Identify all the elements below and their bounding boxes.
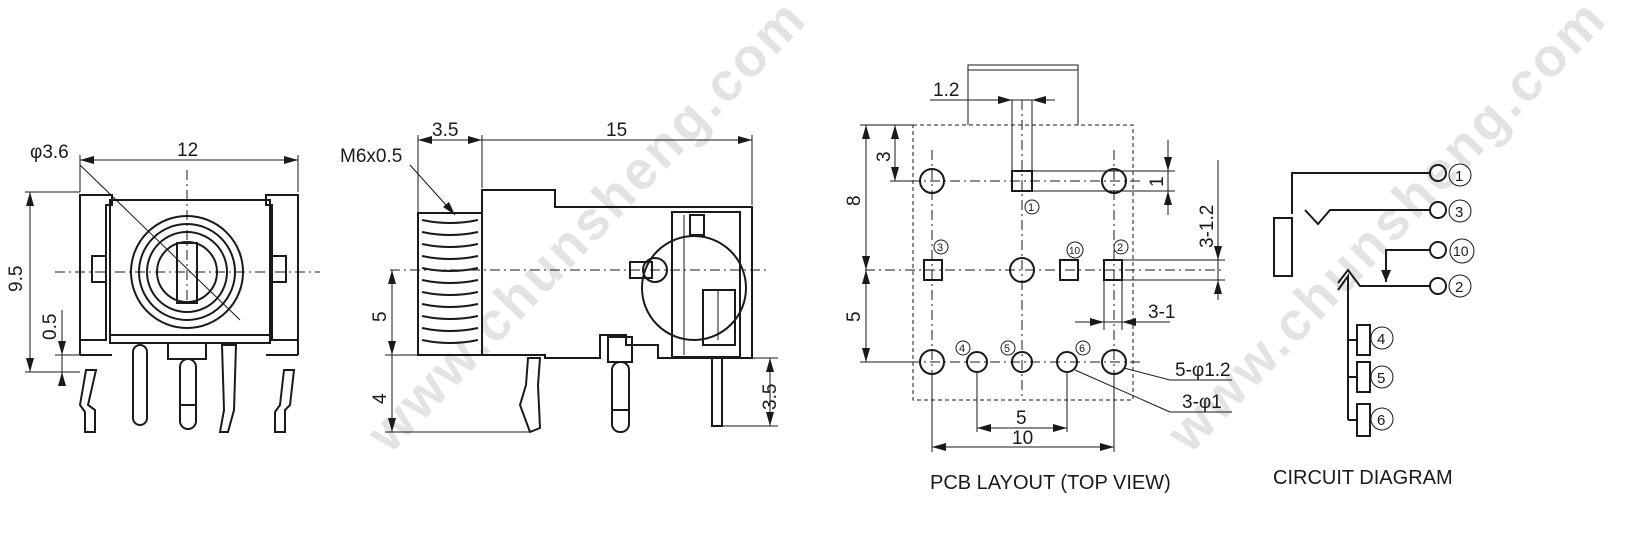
pcb-pin-label-2: 2 — [1117, 242, 1123, 254]
dim-right-pin-length: 3.5 — [760, 384, 781, 410]
pcb-pin-label-10: 10 — [1069, 246, 1081, 257]
thread-lines — [421, 219, 479, 344]
pcb-pin-label-6: 6 — [1079, 343, 1085, 355]
circuit-pin-label-4: 4 — [1377, 331, 1385, 348]
circuit-terminals: 1 3 10 2 4 5 6 — [1370, 163, 1475, 431]
dim-pcb-right-gap: 1 — [1147, 176, 1168, 187]
dim-pcb-inner-pitch: 5 — [1016, 408, 1027, 429]
front-view: 12 φ3.6 9.5 0.5 — [6, 140, 320, 433]
side-view: 3.5 15 M6x0.5 5 4 3.5 — [340, 120, 781, 434]
dim-front-width: 12 — [177, 140, 198, 161]
circuit-pin-label-3: 3 — [1455, 204, 1463, 221]
front-pins — [78, 342, 296, 433]
circuit-diagram-caption: CIRCUIT DIAGRAM — [1273, 467, 1453, 489]
dim-front-offset: 0.5 — [40, 314, 61, 340]
pcb-pin-labels: 1 3 10 2 4 5 6 — [933, 199, 1129, 356]
circuit-pin-label-5: 5 — [1377, 370, 1385, 387]
circuit-pin-label-1: 1 — [1455, 168, 1463, 185]
circuit-pin-label-2: 2 — [1455, 279, 1463, 296]
dim-pcb-right-mid: 3-1.2 — [1197, 205, 1218, 248]
dim-pcb-big-holes: 5-φ1.2 — [1175, 360, 1231, 381]
dim-thread-spec: M6x0.5 — [340, 146, 402, 167]
circuit-pin-label-10: 10 — [1453, 243, 1469, 259]
pcb-pin-label-5: 5 — [1004, 343, 1010, 355]
dim-pin-length: 4 — [370, 393, 391, 404]
dim-pcb-top-gap: 3 — [874, 151, 895, 162]
pcb-pin-label-1: 1 — [1028, 202, 1034, 214]
dim-pcb-upper-height: 8 — [844, 195, 865, 206]
dim-front-height: 9.5 — [6, 266, 27, 292]
dim-pcb-outer-pitch: 10 — [1012, 428, 1033, 449]
dim-pcb-small-holes: 3-φ1 — [1182, 392, 1222, 413]
pcb-layout-caption: PCB LAYOUT (TOP VIEW) — [930, 472, 1171, 494]
pcb-pin-label-4: 4 — [959, 343, 965, 355]
dim-side-half-height: 5 — [370, 311, 391, 322]
dim-body-length: 15 — [606, 120, 627, 141]
circuit-pin-label-6: 6 — [1377, 412, 1385, 429]
dim-front-hole: φ3.6 — [30, 142, 69, 163]
dim-pcb-lower-height: 5 — [844, 311, 865, 322]
pcb-layout: 1 3 10 2 4 5 6 1.2 8 5 3 1 — [844, 64, 1232, 494]
dim-pcb-right-slot: 3-1 — [1148, 302, 1175, 323]
pcb-holes — [919, 168, 1127, 375]
pcb-pin-label-3: 3 — [937, 242, 943, 254]
watermark-right: www.chunsheng.com — [1155, 0, 1618, 464]
circuit-diagram: 1 3 10 2 4 5 6 CIRCUIT DIAGRAM — [1273, 163, 1475, 489]
dim-pcb-top-tab: 1.2 — [933, 80, 959, 101]
dim-thread-length: 3.5 — [432, 120, 458, 141]
